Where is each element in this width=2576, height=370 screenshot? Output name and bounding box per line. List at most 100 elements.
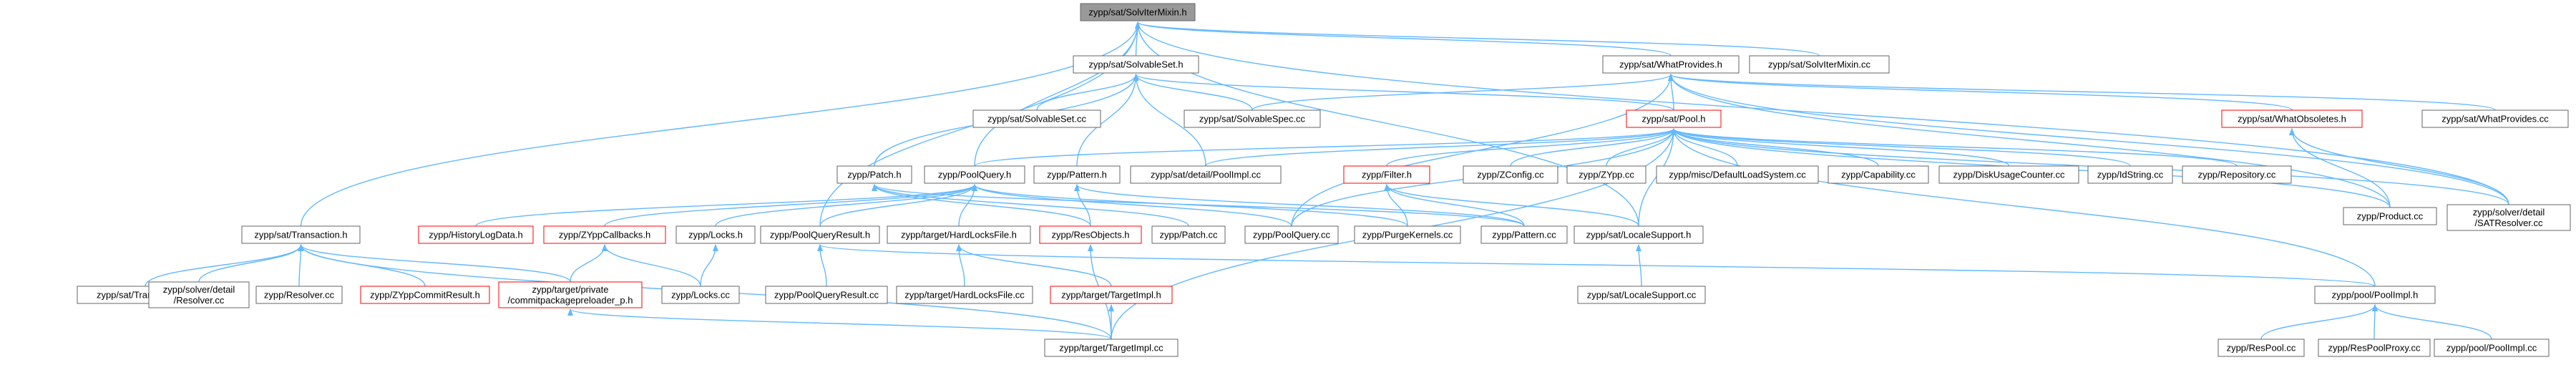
graph-node[interactable]: zypp/pool/PoolImpl.cc [2434,339,2550,357]
graph-node[interactable]: zypp/misc/DefaultLoadSystem.cc [1656,165,1819,184]
graph-node[interactable]: zypp/sat/LocaleSupport.h [1574,225,1704,244]
node-label: zypp/sat/Pool.h [1642,114,1706,125]
node-box [2218,339,2305,357]
node-box [1151,225,1226,244]
node-box [1130,165,1282,184]
graph-node[interactable]: zypp/HistoryLogData.h [418,225,534,244]
graph-node[interactable]: zypp/Product.cc [2343,207,2437,225]
node-box [1044,339,1179,357]
dependency-edge [817,244,2376,287]
graph-node[interactable]: zypp/PoolQuery.cc [1244,225,1339,244]
node-label: zypp/ZConfig.cc [1477,170,1544,180]
dependency-edge [2372,304,2492,340]
graph-node[interactable]: zypp/Pattern.h [1033,165,1121,184]
graph-node[interactable]: zypp/ResObjects.h [1039,225,1142,244]
graph-node[interactable]: zypp/Repository.cc [2182,165,2292,184]
dependency-edge [1135,21,1820,57]
node-label: zypp/misc/DefaultLoadSystem.cc [1669,170,1806,180]
node-label: zypp/PoolQuery.cc [1253,230,1331,240]
graph-node[interactable]: zypp/sat/Pool.h [1626,109,1722,128]
graph-node[interactable]: zypp/ZYppCallbacks.h [543,225,666,244]
graph-node[interactable]: zypp/ZYpp.cc [1566,165,1646,184]
dependency-edge [817,244,827,287]
node-box [1626,109,1722,128]
node-label: zypp/PoolQuery.h [938,170,1011,180]
dependency-edge [1671,128,1738,167]
node-box [1033,165,1121,184]
node-box [1343,165,1430,184]
node-label: zypp/sat/SolvableSet.cc [987,114,1087,125]
dependency-edge [700,244,718,287]
graph-node[interactable]: zypp/PurgeKernels.cc [1354,225,1461,244]
dependency-edge [1671,128,2131,167]
graph-node[interactable]: zypp/sat/WhatProvides.h [1602,55,1740,74]
dependency-edge [1133,74,1674,111]
node-box [2182,165,2292,184]
graph-node[interactable]: zypp/sat/WhatObsoletes.h [2221,109,2363,128]
graph-node[interactable]: zypp/Patch.h [836,165,912,184]
edge-layer [145,21,2509,340]
graph-node[interactable]: zypp/PoolQueryResult.h [760,225,880,244]
graph-node[interactable]: zypp/target/HardLocksFile.cc [896,286,1033,304]
graph-node[interactable]: zypp/target/HardLocksFile.h [887,225,1031,244]
graph-node[interactable]: zypp/Filter.h [1343,165,1430,184]
dependency-edge [1036,74,1139,111]
dependency-edge [1135,21,1672,57]
graph-node[interactable]: zypp/ZYppCommitResult.h [360,286,490,304]
node-box [1749,55,1890,74]
node-label: zypp/sat/SolvableSet.h [1088,59,1183,70]
node-label: zypp/Locks.cc [671,290,730,301]
graph-node[interactable]: zypp/Capability.cc [1828,165,1929,184]
dependency-edge [198,244,304,283]
graph-node[interactable]: zypp/DiskUsageCounter.cc [1938,165,2079,184]
node-label: zypp/pool/PoolImpl.cc [2446,343,2537,354]
node-label: zypp/sat/Transaction.h [254,230,347,240]
node-label: zypp/sat/SolvIterMixin.cc [1768,59,1871,70]
graph-node[interactable]: zypp/Resolver.cc [255,286,343,304]
graph-node[interactable]: zypp/ResPool.cc [2218,339,2305,357]
node-label: zypp/PoolQueryResult.h [770,230,870,240]
dependency-edge [298,244,426,287]
node-label: zypp/target/TargetImpl.cc [1059,343,1163,354]
graph-node[interactable]: zypp/target/TargetImpl.h [1050,286,1173,304]
graph-node[interactable]: zypp/target/private/commitpackagepreload… [498,281,643,308]
graph-node[interactable]: zypp/sat/SolvableSpec.cc [1184,109,1321,128]
graph-node[interactable]: zypp/pool/PoolImpl.h [2314,286,2436,304]
graph-node[interactable]: zypp/Patch.cc [1151,225,1226,244]
node-box [1828,165,1929,184]
graph-node[interactable]: zypp/sat/Transaction.h [241,225,361,244]
graph-node[interactable]: zypp/sat/LocaleSupport.cc [1577,286,1706,304]
dependency-edge [2289,128,2391,208]
node-label: zypp/sat/SolvableSpec.cc [1199,114,1306,125]
node-box [418,225,534,244]
node-box [2221,109,2363,128]
graph-node[interactable]: zypp/sat/SolvableSet.h [1073,55,1199,74]
graph-node[interactable]: zypp/ZConfig.cc [1463,165,1558,184]
graph-node[interactable]: zypp/Pattern.cc [1480,225,1568,244]
graph-node[interactable]: zypp/target/TargetImpl.cc [1044,339,1179,357]
graph-node[interactable]: zypp/sat/SolvableSet.cc [972,109,1101,128]
graph-node[interactable]: zypp/ResPoolProxy.cc [2318,339,2431,357]
node-label: zypp/Pattern.cc [1492,230,1556,240]
graph-node[interactable]: zypp/solver/detail/Resolver.cc [148,281,250,308]
node-label: zypp/sat/LocaleSupport.h [1586,230,1692,240]
graph-node[interactable]: zypp/sat/WhatProvides.cc [2421,109,2569,128]
dependency-edge [1671,128,2238,167]
graph-node[interactable]: zypp/sat/SolvIterMixin.cc [1749,55,1890,74]
graph-node[interactable]: zypp/Locks.cc [661,286,740,304]
node-label: zypp/ResPool.cc [2227,343,2296,354]
node-label: zypp/Filter.h [1362,170,1412,180]
dependency-edge [602,244,701,287]
graph-node[interactable]: zypp/PoolQuery.h [924,165,1025,184]
graph-node[interactable]: zypp/IdString.cc [2087,165,2173,184]
node-box [2314,286,2436,304]
graph-node[interactable]: zypp/solver/detail/SATResolver.cc [2446,204,2571,231]
node-label: zypp/Patch.cc [1160,230,1218,240]
dependency-edge [715,184,977,227]
graph-node[interactable]: zypp/PoolQueryResult.cc [765,286,888,304]
graph-node[interactable]: zypp/Locks.h [675,225,756,244]
dependency-edge [1386,128,1677,167]
graph-node[interactable]: zypp/sat/detail/PoolImpl.cc [1130,165,1282,184]
node-label: zypp/DiskUsageCounter.cc [1953,170,2065,180]
